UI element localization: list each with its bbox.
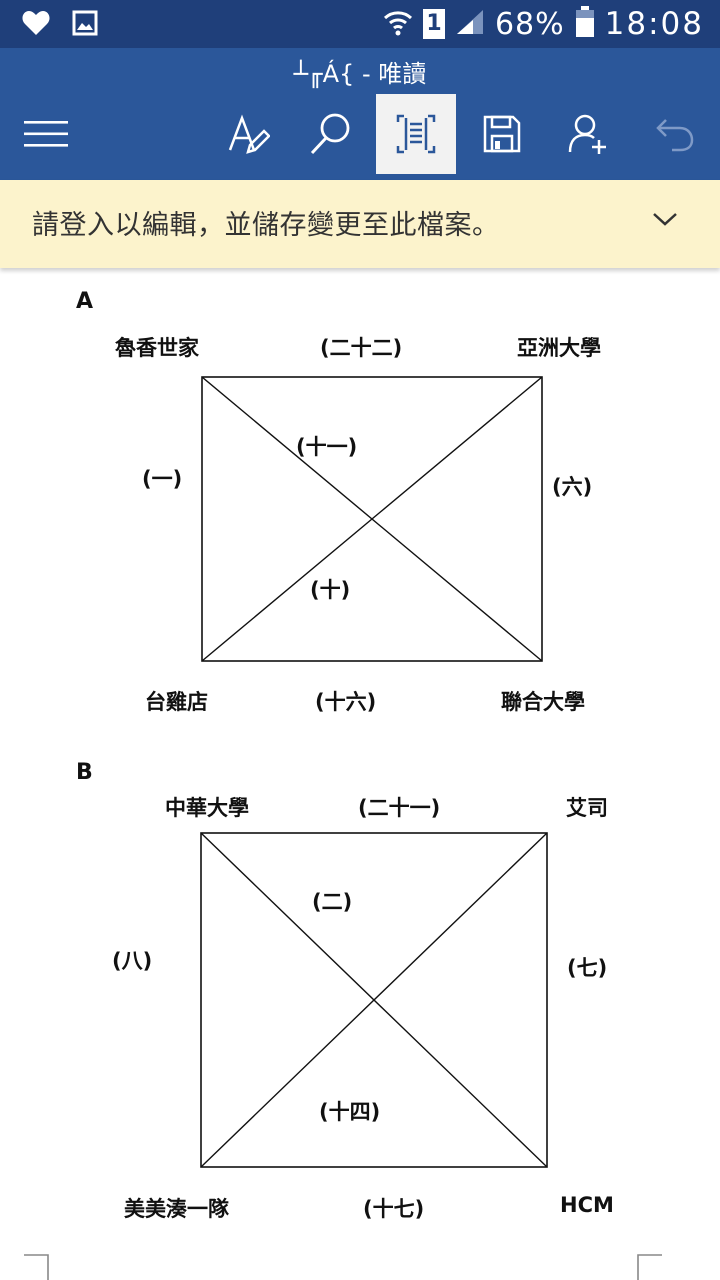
save-icon — [483, 115, 521, 153]
edit-icon — [228, 114, 270, 154]
app-bar: ┴╓Á{ - 唯讀 — [0, 48, 720, 180]
heart-icon — [22, 10, 50, 40]
sim-icon: 1 — [422, 9, 445, 39]
b-top-right-label: 艾司 — [566, 796, 608, 820]
share-icon — [568, 114, 606, 154]
diagram-b — [200, 832, 548, 1168]
crop-mark-right — [637, 1254, 662, 1280]
share-button[interactable] — [548, 94, 628, 174]
document-body: A 魯香世家 (二十二) 亞洲大學 (十一) (一) (六) (十) 台雞店 (… — [0, 268, 720, 1280]
menu-icon — [24, 121, 68, 147]
a-top-left-label: 魯香世家 — [115, 336, 199, 360]
clock: 18:08 — [604, 6, 704, 42]
b-right-label: (七) — [567, 956, 608, 980]
b-left-label: (八) — [112, 949, 153, 973]
b-bottom-left-label: 美美湊一隊 — [124, 1197, 229, 1221]
b-bottom-mid-label: (十七) — [363, 1197, 425, 1221]
banner-message: 請登入以編輯，並儲存變更至此檔案。 — [32, 210, 500, 241]
search-icon — [310, 113, 350, 155]
b-top-left-label: 中華大學 — [165, 796, 249, 820]
a-top-mid-label: (二十二) — [320, 336, 403, 360]
reading-view-icon — [396, 114, 436, 154]
b-diag-lower-label: (十四) — [319, 1100, 381, 1124]
b-diag-upper-label: (二) — [312, 890, 353, 914]
gallery-icon — [72, 10, 98, 40]
a-right-label: (六) — [552, 475, 593, 499]
wifi-icon — [383, 8, 413, 40]
edit-button[interactable] — [208, 94, 288, 174]
b-top-mid-label: (二十一) — [358, 796, 441, 820]
undo-icon — [656, 119, 694, 152]
a-diag-lower-label: (十) — [310, 578, 351, 602]
a-bottom-left-label: 台雞店 — [145, 690, 208, 714]
status-bar: 1 68% 18:08 — [0, 0, 720, 48]
a-top-right-label: 亞洲大學 — [517, 336, 601, 360]
battery-percent: 68% — [494, 6, 565, 42]
b-bottom-right-label: HCM — [560, 1193, 614, 1217]
a-left-label: (一) — [142, 467, 183, 491]
section-b-letter: B — [76, 760, 93, 785]
crop-mark-left — [24, 1254, 49, 1280]
battery-icon — [575, 6, 595, 42]
a-diag-upper-label: (十一) — [296, 435, 358, 459]
diagram-a — [201, 376, 543, 662]
sign-in-banner[interactable]: 請登入以編輯，並儲存變更至此檔案。 — [0, 180, 720, 268]
signal-icon — [455, 8, 485, 40]
reading-view-button[interactable] — [376, 94, 456, 174]
section-a-letter: A — [76, 289, 94, 314]
a-bottom-right-label: 聯合大學 — [501, 690, 585, 714]
save-button[interactable] — [462, 94, 542, 174]
document-title: ┴╓Á{ - 唯讀 — [293, 60, 427, 88]
menu-button[interactable] — [6, 94, 86, 174]
search-button[interactable] — [290, 94, 370, 174]
chevron-down-icon[interactable] — [650, 210, 680, 232]
undo-button[interactable] — [634, 94, 714, 174]
a-bottom-mid-label: (十六) — [315, 690, 377, 714]
